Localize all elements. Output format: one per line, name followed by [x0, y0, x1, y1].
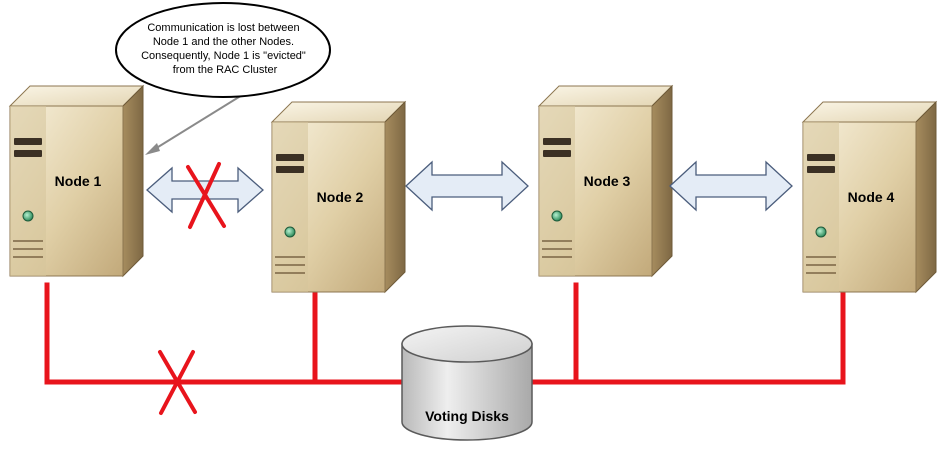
- server-left-bezel: [10, 106, 46, 276]
- server-node-1: Node 1: [8, 84, 145, 278]
- callout-text: Communication is lost between Node 1 and…: [141, 22, 309, 76]
- callout-line-4: from the RAC Cluster: [173, 64, 278, 76]
- server-drive-bay: [807, 166, 835, 173]
- interconnect-arrows: [146, 160, 793, 214]
- voting-disks-body: [401, 343, 533, 441]
- node-label: Node 2: [317, 189, 364, 205]
- storage-line-right: [527, 282, 846, 385]
- interconnect-arrow-node-3-node-4: [669, 160, 793, 212]
- server-left-bezel: [272, 122, 308, 292]
- server-power-led: [284, 226, 296, 238]
- callout-line-2: Node 1 and the other Nodes.: [153, 36, 294, 48]
- server-drive-bay: [543, 138, 571, 145]
- server-power-led: [551, 210, 563, 222]
- callout-bubble: [115, 2, 331, 98]
- server-drive-bay: [543, 150, 571, 157]
- server-top-face: [537, 85, 674, 107]
- server-top-face: [270, 101, 407, 123]
- node-label: Node 3: [584, 173, 631, 189]
- server-drive-bay: [14, 138, 42, 145]
- voting-disks-top: [401, 325, 533, 363]
- node-label: Node 4: [848, 189, 895, 205]
- eviction-callout: Communication is lost between Node 1 and…: [115, 2, 331, 155]
- callout-line-1: Communication is lost between: [147, 22, 299, 34]
- storage-network: [44, 282, 846, 385]
- server-node-4: Node 4: [801, 100, 938, 294]
- interconnect-break-mark: [186, 162, 226, 229]
- callout-line-3: Consequently, Node 1 is "evicted": [141, 50, 306, 62]
- voting-disks-label: Voting Disks: [425, 408, 509, 424]
- servers: Node 1 Node 2 Node 3 Node 4: [8, 84, 938, 294]
- storage-break-mark: [158, 350, 197, 415]
- server-power-led: [815, 226, 827, 238]
- server-drive-bay: [276, 166, 304, 173]
- callout-pointer-head: [145, 143, 160, 155]
- server-left-bezel: [539, 106, 575, 276]
- node-label: Node 1: [55, 173, 102, 189]
- voting-disks: Voting Disks: [401, 325, 533, 441]
- server-node-2: Node 2: [270, 100, 407, 294]
- server-side-face: [122, 84, 144, 278]
- server-drive-bay: [276, 154, 304, 161]
- server-top-face: [801, 101, 938, 123]
- server-drive-bay: [14, 150, 42, 157]
- server-side-face: [915, 100, 937, 294]
- server-node-3: Node 3: [537, 84, 674, 278]
- server-top-face: [8, 85, 145, 107]
- server-side-face: [651, 84, 673, 278]
- server-left-bezel: [803, 122, 839, 292]
- break-marks: [158, 162, 226, 415]
- interconnect-arrow-node-2-node-3: [405, 160, 529, 212]
- server-drive-bay: [807, 154, 835, 161]
- server-side-face: [384, 100, 406, 294]
- server-power-led: [22, 210, 34, 222]
- storage-line-left: [44, 282, 408, 385]
